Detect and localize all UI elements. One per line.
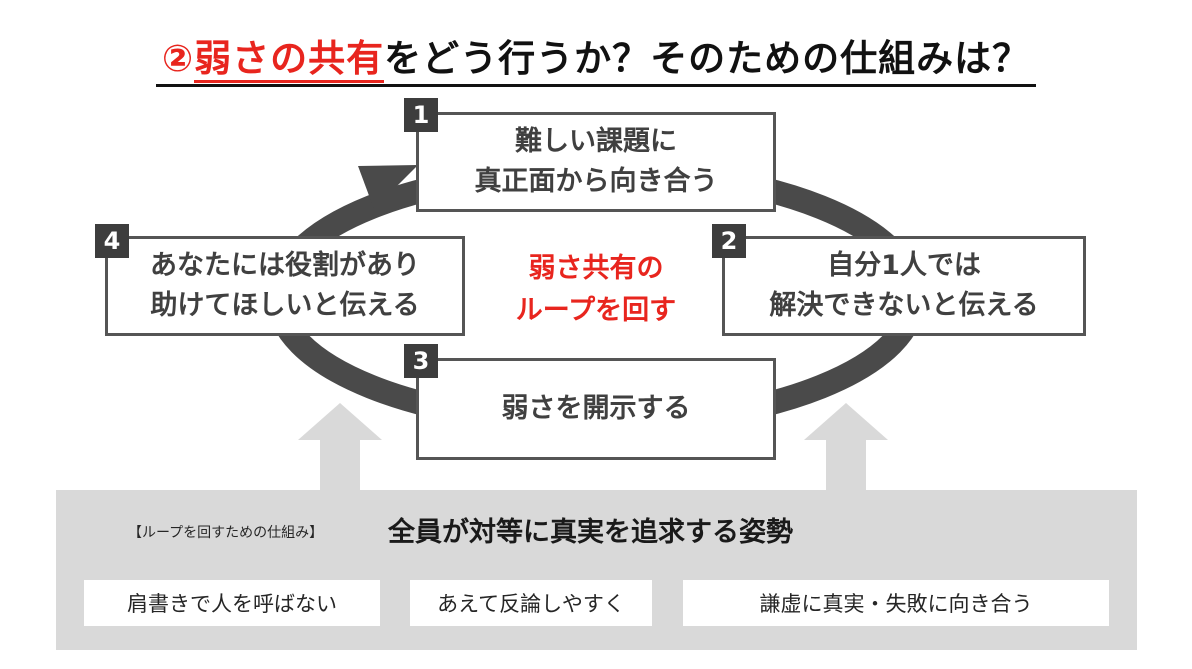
step-1-line-1: 難しい課題に xyxy=(515,126,677,157)
center-line-2: ループを回す xyxy=(515,295,677,326)
step-1-box: 難しい課題に 真正面から向き合う xyxy=(416,112,776,212)
loop-center-label: 弱さ共有の ループを回す xyxy=(478,248,714,332)
step-2-line-1: 自分1人では xyxy=(827,250,981,281)
foundation-item-easy-rebuttal: あえて反論しやすく xyxy=(410,580,652,626)
foundation-item-no-titles: 肩書きで人を呼ばない xyxy=(84,580,380,626)
step-3-badge: 3 xyxy=(404,344,438,378)
title-underline: ②弱さの共有をどう行うか？そのための仕組みは？ xyxy=(155,34,1037,87)
step-4-box: あなたには役割があり 助けてほしいと伝える xyxy=(105,236,465,336)
step-2-box: 自分1人では 解決できないと伝える xyxy=(722,236,1086,336)
center-line-1: 弱さ共有の xyxy=(528,253,664,284)
step-1-badge: 1 xyxy=(404,98,438,132)
foundation-item-humility: 謙虚に真実・失敗に向き合う xyxy=(683,580,1109,626)
title-number: ② xyxy=(161,37,195,80)
page-title: ②弱さの共有をどう行うか？そのための仕組みは？ xyxy=(0,34,1192,87)
title-rest: をどう行うか？そのための仕組みは？ xyxy=(384,37,1031,80)
step-3-box: 弱さを開示する xyxy=(416,358,776,460)
title-highlight: 弱さの共有 xyxy=(194,37,385,83)
step-4-line-2: 助けてほしいと伝える xyxy=(150,290,420,321)
step-2-badge: 2 xyxy=(712,224,746,258)
support-arrow-right xyxy=(804,403,888,492)
step-3-line-1: 弱さを開示する xyxy=(501,393,691,424)
step-1-line-2: 真正面から向き合う xyxy=(474,166,718,197)
support-arrow-left xyxy=(298,403,382,492)
step-4-line-1: あなたには役割があり xyxy=(150,250,420,281)
step-2-line-2: 解決できないと伝える xyxy=(769,290,1039,321)
foundation-caption: 【ループを回すための仕組み】 xyxy=(128,525,324,541)
loop-arrowhead-icon xyxy=(358,165,418,209)
foundation-title: 全員が対等に真実を追求する姿勢 xyxy=(388,517,793,548)
step-4-badge: 4 xyxy=(95,224,129,258)
